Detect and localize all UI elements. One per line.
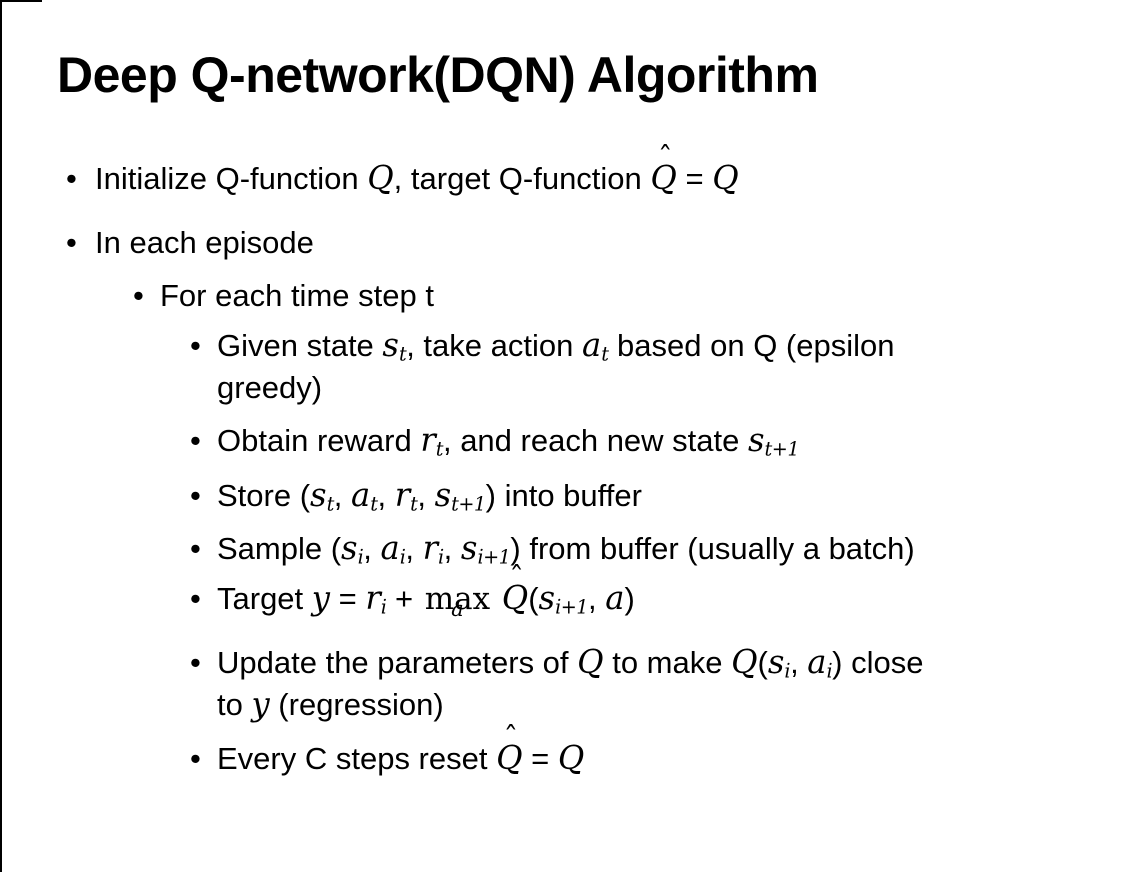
list-item-text: Initialize Q-function Q, target Q-functi…	[95, 141, 1094, 200]
bullet-icon: •	[190, 328, 201, 363]
bullet-list: • Initialize Q-function Q, target Q-funct…	[0, 141, 1124, 780]
list-item: • Update the parameters of Q to make Q(si…	[0, 642, 1124, 726]
list-item: • Given state st, take action at based on…	[0, 325, 1124, 409]
list-item-text: Obtain reward rt, and reach new state st…	[217, 421, 800, 461]
list-item-text: Update the parameters of Q to make Q(si,…	[217, 643, 924, 723]
slide-border-top	[0, 0, 42, 2]
list-item: • Store (st, at, rt, st+1) into buffer	[0, 475, 1124, 517]
list-item-text: Store (st, at, rt, st+1) into buffer	[217, 476, 642, 516]
list-item-text: In each episode	[95, 225, 314, 260]
bullet-icon: •	[190, 741, 201, 776]
bullet-icon: •	[190, 478, 201, 513]
bullet-icon: •	[66, 225, 77, 260]
bullet-icon: •	[66, 161, 77, 196]
list-item: • Initialize Q-function Q, target Q-funct…	[0, 141, 1124, 200]
bullet-icon: •	[190, 645, 201, 680]
bullet-icon: •	[133, 278, 144, 313]
list-item: • In each episode	[0, 222, 1124, 264]
bullet-icon: •	[190, 423, 201, 458]
slide-title: Deep Q-network(DQN) Algorithm	[57, 47, 819, 103]
list-item-text: Sample (si, ai, ri, si+1) from buffer (u…	[217, 529, 915, 569]
bullet-icon: •	[190, 531, 201, 566]
list-item-text: For each time step t	[160, 278, 434, 313]
list-item: • For each time step t	[0, 275, 1124, 317]
slide-border-left	[0, 0, 2, 872]
list-item: • Obtain reward rt, and reach new state s…	[0, 420, 1124, 462]
list-item: • Sample (si, ai, ri, si+1) from buffer (…	[0, 528, 1124, 570]
bullet-icon: •	[190, 581, 201, 616]
list-item-text: Given state st, take action at based on …	[217, 326, 895, 405]
